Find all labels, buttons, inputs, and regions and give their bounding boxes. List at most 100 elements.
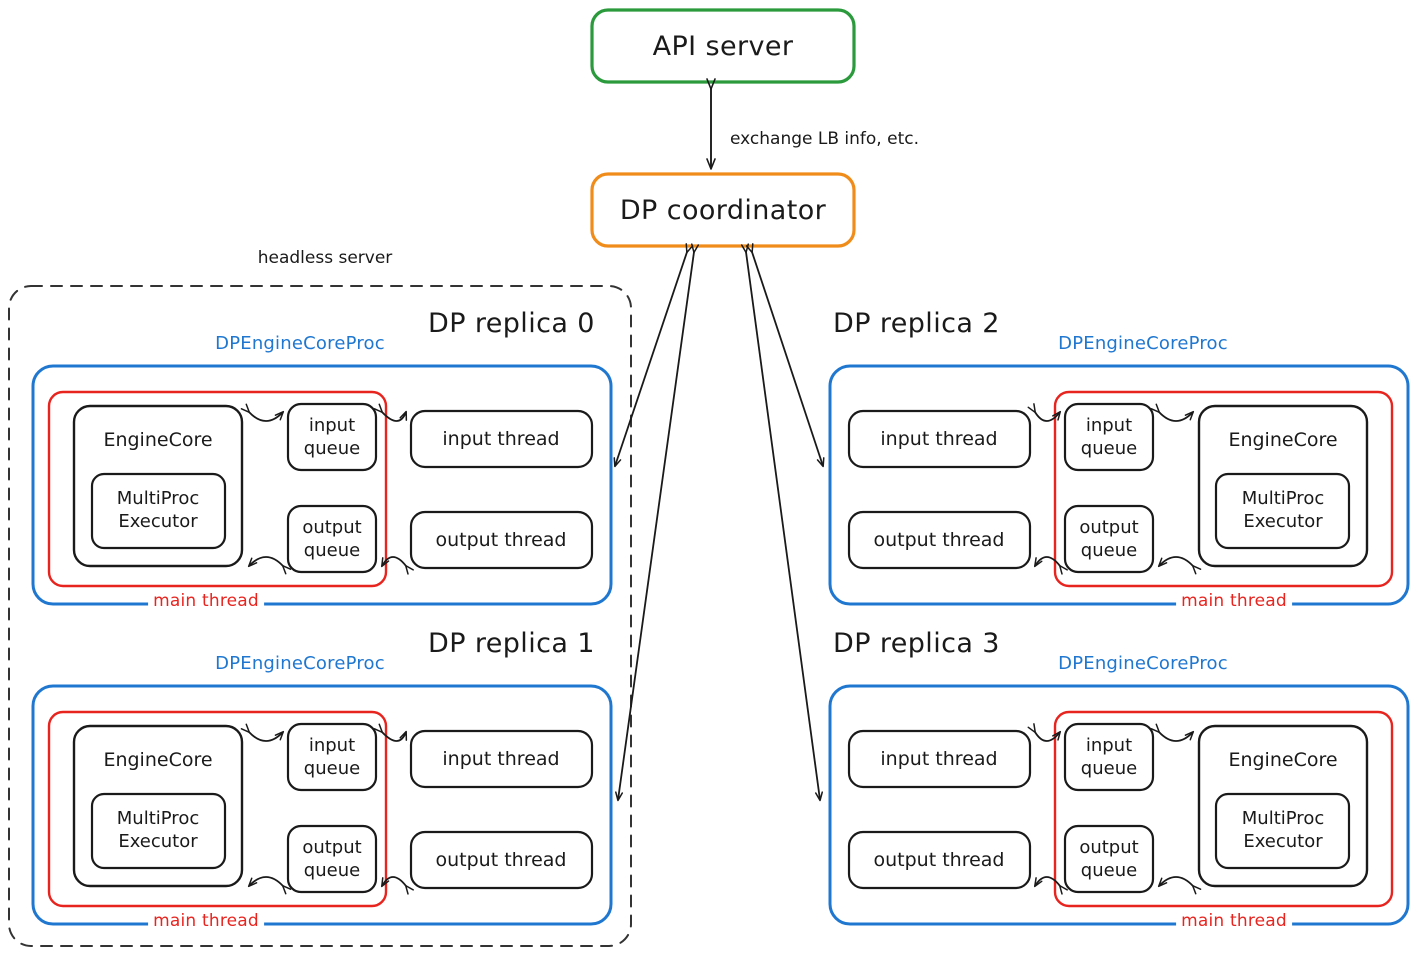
replica-1-main-thread-box: [47, 710, 388, 908]
mpe-line2: Executor: [118, 511, 198, 532]
replica-3-proc-label: DPEngineCoreProc: [1058, 653, 1228, 674]
replica-3-output-queue-label: output queue: [1079, 836, 1138, 882]
replica-1-outq-to-core: [247, 876, 292, 895]
inq-line1: input: [308, 415, 356, 436]
dp-coordinator-box: [590, 172, 856, 248]
replica-1-title: DP replica 1: [428, 628, 595, 659]
replica-1-outthread-to-outq: [381, 876, 414, 895]
replica-2-input-thread-box: [847, 409, 1032, 469]
mpe-line1: MultiProc: [1241, 808, 1325, 829]
replica-2-outq-to-outthread: [1033, 556, 1068, 575]
replica-2-core-to-outq: [1157, 556, 1202, 575]
replica-0-core-to-inq: [240, 403, 285, 422]
replica-3-engine-core-label: EngineCore: [1228, 749, 1338, 771]
headless-server-label: headless server: [257, 248, 393, 268]
outq-line1: output: [1079, 837, 1139, 858]
inq-line2: queue: [1080, 758, 1138, 779]
outq-line2: queue: [1080, 860, 1138, 881]
mpe-line1: MultiProc: [116, 808, 200, 829]
exchange-link-label: exchange LB info, etc.: [730, 129, 919, 149]
replica-2-input-queue-box: [1063, 402, 1155, 472]
replica-3-input-queue-box: [1063, 722, 1155, 792]
replica-0-title: DP replica 0: [428, 308, 595, 339]
replica-0-input-thread-label: input thread: [442, 428, 560, 450]
replica-3-multiproc-executor-label: MultiProc Executor: [1242, 807, 1324, 853]
mpe-line2: Executor: [1243, 511, 1323, 532]
replica-3-title: DP replica 3: [833, 628, 1000, 659]
replica-0-input-thread-box: [409, 409, 594, 469]
replica-1-multiproc-executor-label: MultiProc Executor: [117, 807, 199, 853]
api-server-box: [590, 8, 856, 84]
replica-2-inthread-to-inq: [1027, 403, 1062, 422]
replica-0-output-queue-label: output queue: [302, 516, 361, 562]
replica-1-output-thread-label: output thread: [435, 849, 567, 871]
replica-2-output-thread-box: [847, 510, 1032, 570]
inq-line1: input: [1085, 415, 1133, 436]
replica-2-title: DP replica 2: [833, 308, 1000, 339]
replica-1-output-thread-box: [409, 830, 594, 890]
replica-3-main-thread-label: main thread: [1176, 911, 1292, 931]
mpe-line1: MultiProc: [1241, 488, 1325, 509]
replica-1-inq-to-inthread: [373, 723, 408, 742]
replica-3-output-thread-box: [847, 830, 1032, 890]
replica-0-output-thread-label: output thread: [435, 529, 567, 551]
replica-0-output-queue-box: [286, 504, 378, 574]
replica-3-core-to-outq: [1157, 876, 1202, 895]
inq-line1: input: [308, 735, 356, 756]
replica-1-shapes: [31, 684, 613, 926]
outq-line1: output: [302, 517, 362, 538]
outq-line1: output: [1079, 517, 1139, 538]
outq-line2: queue: [1080, 540, 1138, 561]
replica-3-shapes: [828, 684, 1410, 926]
replica-3-input-thread-label: input thread: [880, 748, 998, 770]
replica-0-outthread-to-outq: [381, 556, 414, 575]
outq-line2: queue: [303, 860, 361, 881]
replica-2-multiproc-executor-label: MultiProc Executor: [1242, 487, 1324, 533]
replica-1-input-thread-box: [409, 729, 594, 789]
inq-line2: queue: [1080, 438, 1138, 459]
replica-3-input-thread-box: [847, 729, 1032, 789]
replica-0-proc-label: DPEngineCoreProc: [215, 333, 385, 354]
inq-line2: queue: [303, 758, 361, 779]
replica-1-output-queue-label: output queue: [302, 836, 361, 882]
replica-0-engine-core-label: EngineCore: [103, 429, 213, 451]
link-replica-3: [740, 243, 824, 802]
replica-1-input-queue-box: [286, 722, 378, 792]
replica-0-outq-to-core: [247, 556, 292, 575]
replica-1-input-thread-label: input thread: [442, 748, 560, 770]
replica-1-multiproc-executor-box: [90, 792, 227, 870]
outq-line2: queue: [303, 540, 361, 561]
replica-3-outq-to-outthread: [1033, 876, 1068, 895]
replica-1-proc-label: DPEngineCoreProc: [215, 653, 385, 674]
replica-2-output-thread-label: output thread: [873, 529, 1005, 551]
api-server-label: API server: [652, 31, 794, 62]
coordinator-replica-links: [613, 243, 825, 802]
link-replica-0: [613, 243, 694, 468]
replica-3-main-thread-box: [1053, 710, 1394, 908]
mpe-line2: Executor: [1243, 831, 1323, 852]
replica-1-main-thread-label: main thread: [148, 911, 264, 931]
replica-2-multiproc-executor-box: [1214, 472, 1351, 550]
replica-2-output-queue-box: [1063, 504, 1155, 574]
replica-2-input-thread-label: input thread: [880, 428, 998, 450]
link-replica-1: [615, 243, 700, 802]
inq-line1: input: [1085, 735, 1133, 756]
replica-2-proc-label: DPEngineCoreProc: [1058, 333, 1228, 354]
dp-coordinator-label: DP coordinator: [619, 195, 827, 226]
replica-2-main-thread-label: main thread: [1176, 591, 1292, 611]
replica-1-input-queue-label: input queue: [304, 734, 360, 780]
mpe-line2: Executor: [118, 831, 198, 852]
replica-2-main-thread-box: [1053, 390, 1394, 588]
replica-3-inthread-to-inq: [1027, 723, 1062, 742]
replica-2-engine-core-label: EngineCore: [1228, 429, 1338, 451]
mpe-line1: MultiProc: [116, 488, 200, 509]
replica-0-shapes: [31, 364, 613, 606]
replica-2-shapes: [828, 364, 1410, 606]
replica-3-output-queue-box: [1063, 824, 1155, 894]
replica-0-input-queue-label: input queue: [304, 414, 360, 460]
replica-3-multiproc-executor-box: [1214, 792, 1351, 870]
replica-0-output-thread-box: [409, 510, 594, 570]
replica-3-output-thread-label: output thread: [873, 849, 1005, 871]
